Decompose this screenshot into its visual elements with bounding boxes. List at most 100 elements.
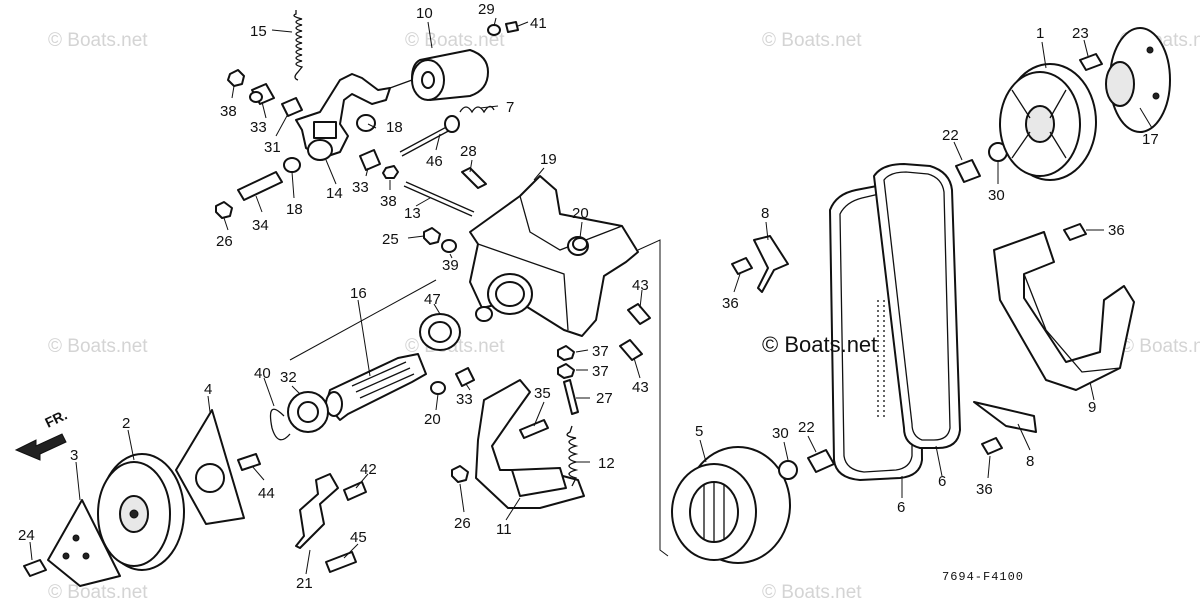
callout-30: 30 (988, 187, 1005, 204)
callout-20: 20 (424, 411, 441, 428)
callout-32: 32 (280, 369, 297, 386)
crank-pulley-group (14, 409, 367, 587)
callout-17: 17 (1142, 131, 1159, 148)
pin-34 (237, 171, 283, 201)
bracket-bolt-hole (475, 306, 493, 322)
callout-43: 43 (632, 277, 649, 294)
watermark: © Boats.net (48, 30, 148, 51)
callout-labels: 1 2 3 4 5 6 6 7 8 8 9 10 11 12 13 14 15 … (18, 1, 1159, 592)
washer-30 (778, 460, 798, 480)
callout-10: 10 (416, 5, 433, 22)
callout-18: 18 (286, 201, 303, 218)
callout-35: 35 (534, 385, 551, 402)
belt-teeth (877, 300, 885, 420)
pulley-2-bore (129, 509, 139, 519)
clip-21 (295, 473, 339, 549)
bracket-edge (477, 243, 569, 331)
bolt-43 (627, 303, 651, 325)
stay-8 (973, 401, 1037, 433)
bolt-23 (1079, 53, 1103, 71)
callout-8: 8 (1026, 453, 1034, 470)
pulley-1-spokes (1011, 89, 1067, 159)
callout-29: 29 (478, 1, 495, 18)
stay-8 (753, 235, 789, 293)
spring-12 (566, 425, 579, 487)
shaft-group (269, 313, 475, 441)
belt-6-inner (883, 171, 951, 441)
callout-22: 22 (942, 127, 959, 144)
belt-6-inner (839, 189, 913, 473)
bushing-31 (281, 97, 303, 117)
callout-13: 13 (404, 205, 421, 222)
bracket-11-pad (511, 467, 567, 497)
arm-boss (307, 139, 333, 161)
callout-1: 1 (1036, 25, 1044, 42)
belt-group (671, 27, 1171, 564)
front-arrow-icon (14, 433, 67, 461)
callout-36: 36 (976, 481, 993, 498)
shaft-splines (351, 361, 415, 399)
bolt-22 (955, 159, 981, 183)
callout-28: 28 (460, 143, 477, 160)
belt-cover-edge (1023, 273, 1121, 373)
tensioner-group (215, 10, 519, 219)
bolt-46-head (444, 115, 460, 133)
bolt-46 (399, 123, 453, 153)
watermark: © Boats.net (762, 582, 862, 599)
callout-36: 36 (1108, 222, 1125, 239)
nut-37 (557, 363, 575, 379)
callout-33: 33 (250, 119, 267, 136)
callout-42: 42 (360, 461, 377, 478)
nut-26 (451, 465, 469, 483)
bolt-43 (619, 339, 643, 361)
bolt-24 (23, 559, 47, 577)
bolt-36 (1063, 223, 1087, 241)
callout-43: 43 (632, 379, 649, 396)
callout-19: 19 (540, 151, 557, 168)
nut-37 (557, 345, 575, 361)
callout-26: 26 (216, 233, 233, 250)
bracket-19 (469, 175, 639, 337)
bolt-28 (461, 167, 487, 189)
callout-3: 3 (70, 447, 78, 464)
callout-33: 33 (352, 179, 369, 196)
washer-29 (487, 24, 501, 36)
nut-26 (215, 201, 233, 219)
rod-13-edge (403, 185, 473, 217)
callout-6: 6 (897, 499, 905, 516)
sprocket-splines (703, 482, 725, 542)
bearing-47-inner (428, 321, 452, 343)
callout-38: 38 (380, 193, 397, 210)
collar-33 (455, 367, 475, 387)
collar-33 (359, 149, 381, 171)
front-direction-label: FR. (42, 406, 69, 430)
circlip-40 (269, 408, 291, 441)
bolt-45 (325, 551, 357, 573)
bearing-32-inner (297, 401, 319, 423)
plate-4-hole (195, 463, 225, 493)
watermark: © Boats.net (762, 30, 862, 51)
bolt-36 (731, 257, 753, 275)
callout-37: 37 (592, 363, 609, 380)
callout-9: 9 (1088, 399, 1096, 416)
callout-11: 11 (496, 521, 512, 538)
flange-hole (1152, 92, 1160, 100)
washer-20 (430, 381, 446, 395)
flange-17-gear (1105, 61, 1135, 107)
bolt-22 (807, 449, 835, 473)
callout-18: 18 (386, 119, 403, 136)
callout-38: 38 (220, 103, 237, 120)
pulley-1-hub (1025, 105, 1055, 143)
bolt-35 (519, 419, 549, 439)
callout-26: 26 (454, 515, 471, 532)
callout-15: 15 (250, 23, 267, 40)
arm-pin (389, 79, 413, 89)
callout-8: 8 (761, 205, 769, 222)
callout-37: 37 (592, 343, 609, 360)
callout-16: 16 (350, 285, 367, 302)
callout-34: 34 (252, 217, 269, 234)
washer-39 (441, 239, 457, 253)
bolt-46-edge (401, 127, 455, 157)
leader-lines (29, 17, 1153, 575)
